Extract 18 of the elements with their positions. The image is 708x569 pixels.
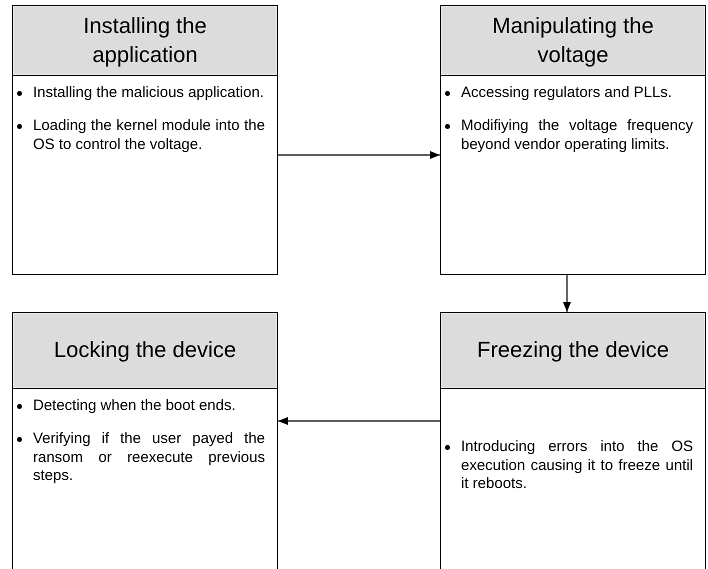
step-card: [12, 312, 278, 569]
bullet-item: Detecting when the boot ends.: [33, 397, 265, 416]
step-card: [12, 5, 278, 275]
arrow: [278, 417, 440, 425]
bullet-item: Accessing regulators and PLLs.: [461, 84, 693, 103]
bullet-item: Introducing errors into the OS execution causing it to freeze until it reboots.: [461, 438, 693, 494]
card-header: Manipulating the voltage: [441, 6, 705, 76]
bullet-item: Installing the malicious application.: [33, 84, 265, 103]
bullet-item: Modifiying the voltage frequency beyond vendor operating limits.: [461, 116, 693, 154]
step-card: [440, 312, 706, 569]
step-card: [440, 5, 706, 275]
arrow: [278, 151, 440, 159]
card-header: Locking the device: [13, 313, 277, 389]
arrow: [563, 275, 571, 312]
bullet-item: Verifying if the user payed the ransom or reexecute previous steps.: [33, 430, 265, 486]
card-header: Installing the application: [13, 6, 277, 76]
card-header: Freezing the device: [441, 313, 705, 389]
bullet-item: Loading the kernel module into the OS to control the voltage.: [33, 116, 265, 154]
